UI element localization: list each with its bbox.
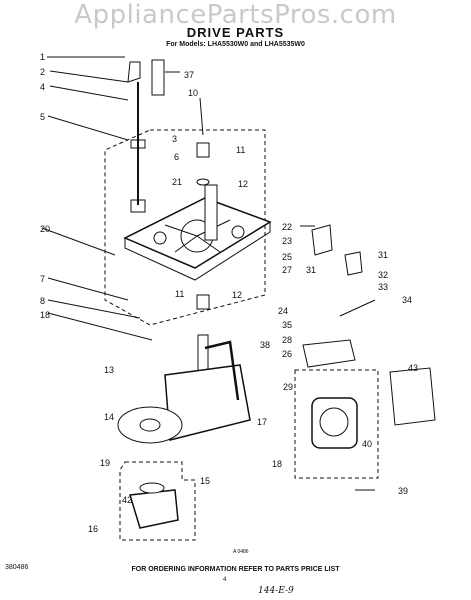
cover-43 xyxy=(389,367,436,426)
handwritten-note: 144-E-9 xyxy=(258,586,294,596)
bushing-11b xyxy=(196,294,210,310)
callout-5: 5 xyxy=(40,112,45,122)
callout-2: 2 xyxy=(40,67,45,77)
callout-23: 23 xyxy=(282,236,292,246)
callout-26: 26 xyxy=(282,349,292,359)
callout-28: 28 xyxy=(282,335,292,345)
callout-29: 29 xyxy=(283,382,293,392)
callout-39: 39 xyxy=(398,486,408,496)
callout-37: 37 xyxy=(184,70,194,80)
diagram-title: DRIVE PARTS xyxy=(186,25,285,40)
watermark: AppliancePartsPros.com xyxy=(74,0,397,30)
callout-35: 35 xyxy=(282,320,292,330)
callout-13: 13 xyxy=(104,365,114,375)
callout-7: 7 xyxy=(40,274,45,284)
callout-43: 43 xyxy=(408,363,418,373)
document-number: 380486 xyxy=(5,564,29,571)
callout-16: 16 xyxy=(88,524,98,534)
bracket-32 xyxy=(344,251,363,276)
callout-31: 31 xyxy=(306,265,316,275)
callout-6: 6 xyxy=(174,152,179,162)
callout-14: 14 xyxy=(104,412,114,422)
motor xyxy=(311,397,358,449)
callout-42: 42 xyxy=(122,495,132,505)
callout-32: 32 xyxy=(378,270,388,280)
callout-11: 11 xyxy=(175,289,184,299)
callout-24: 24 xyxy=(278,306,288,316)
drive-belt-38 xyxy=(204,340,240,401)
sub-reference: A 0486 xyxy=(233,549,249,555)
callout-18: 18 xyxy=(40,310,50,320)
callout-12: 12 xyxy=(238,179,248,189)
pump-group-box xyxy=(119,461,196,541)
part-37-tube xyxy=(151,59,165,96)
callout-38: 38 xyxy=(260,340,270,350)
pump-body xyxy=(129,489,179,529)
transmission-group-box xyxy=(104,129,266,326)
lever-bracket xyxy=(127,61,141,83)
ordering-note: FOR ORDERING INFORMATION REFER TO PARTS … xyxy=(131,566,340,573)
callout-20: 20 xyxy=(40,224,50,234)
callout-3: 3 xyxy=(172,134,177,144)
callout-22: 22 xyxy=(282,222,292,232)
callout-40: 40 xyxy=(362,439,372,449)
callout-4: 4 xyxy=(40,82,45,92)
drive-pulley xyxy=(117,406,183,444)
callout-25: 25 xyxy=(282,252,292,262)
callout-1: 1 xyxy=(40,52,45,62)
callout-31: 31 xyxy=(378,250,388,260)
page-number: 4 xyxy=(223,577,227,583)
callout-12: 12 xyxy=(232,290,242,300)
motor-group-box xyxy=(294,369,379,479)
callout-11: 11 xyxy=(236,145,245,155)
callout-18: 18 xyxy=(272,459,282,469)
callout-17: 17 xyxy=(257,417,267,427)
callout-8: 8 xyxy=(40,296,45,306)
bracket-23 xyxy=(311,224,333,256)
bushing-11 xyxy=(196,142,210,158)
callout-21: 21 xyxy=(172,177,182,187)
callout-34: 34 xyxy=(402,295,412,305)
callout-15: 15 xyxy=(200,476,210,486)
motor-mount-28 xyxy=(302,339,356,368)
callout-33: 33 xyxy=(378,282,388,292)
callout-19: 19 xyxy=(100,458,110,468)
callout-10: 10 xyxy=(188,88,198,98)
model-list: For Models: LHA5530W0 and LHA5535W0 xyxy=(166,41,305,48)
callout-27: 27 xyxy=(282,265,292,275)
